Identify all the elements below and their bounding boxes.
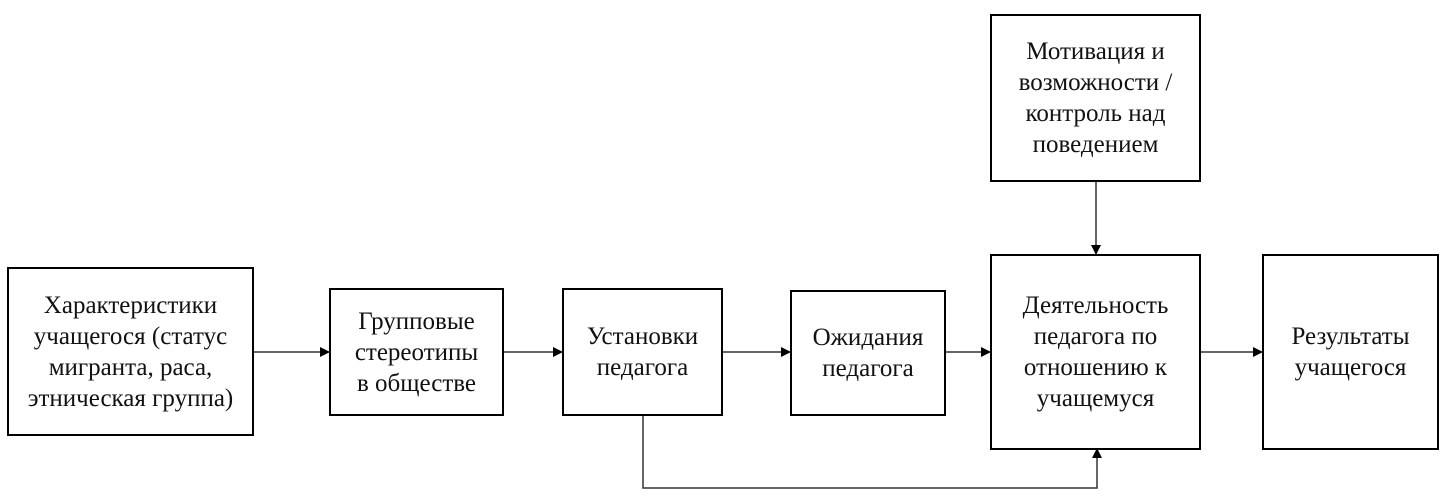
arrow-attitudes-to-behavior	[642, 415, 1102, 489]
box-teacher-expectations: Ожидания педагога	[790, 290, 946, 416]
box-label: Установки педагога	[586, 323, 699, 381]
box-label: Групповые стереотипы в обществе	[354, 307, 479, 397]
box-group-stereotypes: Групповые стереотипы в обществе	[329, 288, 504, 416]
box-student-characteristics: Характеристики учащегося (статус мигрант…	[7, 267, 254, 436]
box-label: Ожидания педагога	[812, 324, 924, 382]
box-label: Результаты учащегося	[1291, 323, 1410, 381]
box-motivation-opportunity: Мотивация и возможности / контроль над п…	[990, 14, 1201, 182]
box-student-outcomes: Результаты учащегося	[1262, 254, 1439, 450]
box-label: Характеристики учащегося (статус мигрант…	[27, 291, 234, 412]
box-teacher-behavior: Деятельность педагога по отношению к уча…	[990, 254, 1201, 450]
box-teacher-attitudes: Установки педагога	[562, 288, 723, 416]
box-label: Мотивация и возможности / контроль над п…	[1018, 38, 1173, 158]
box-label: Деятельность педагога по отношению к уча…	[1022, 292, 1169, 412]
